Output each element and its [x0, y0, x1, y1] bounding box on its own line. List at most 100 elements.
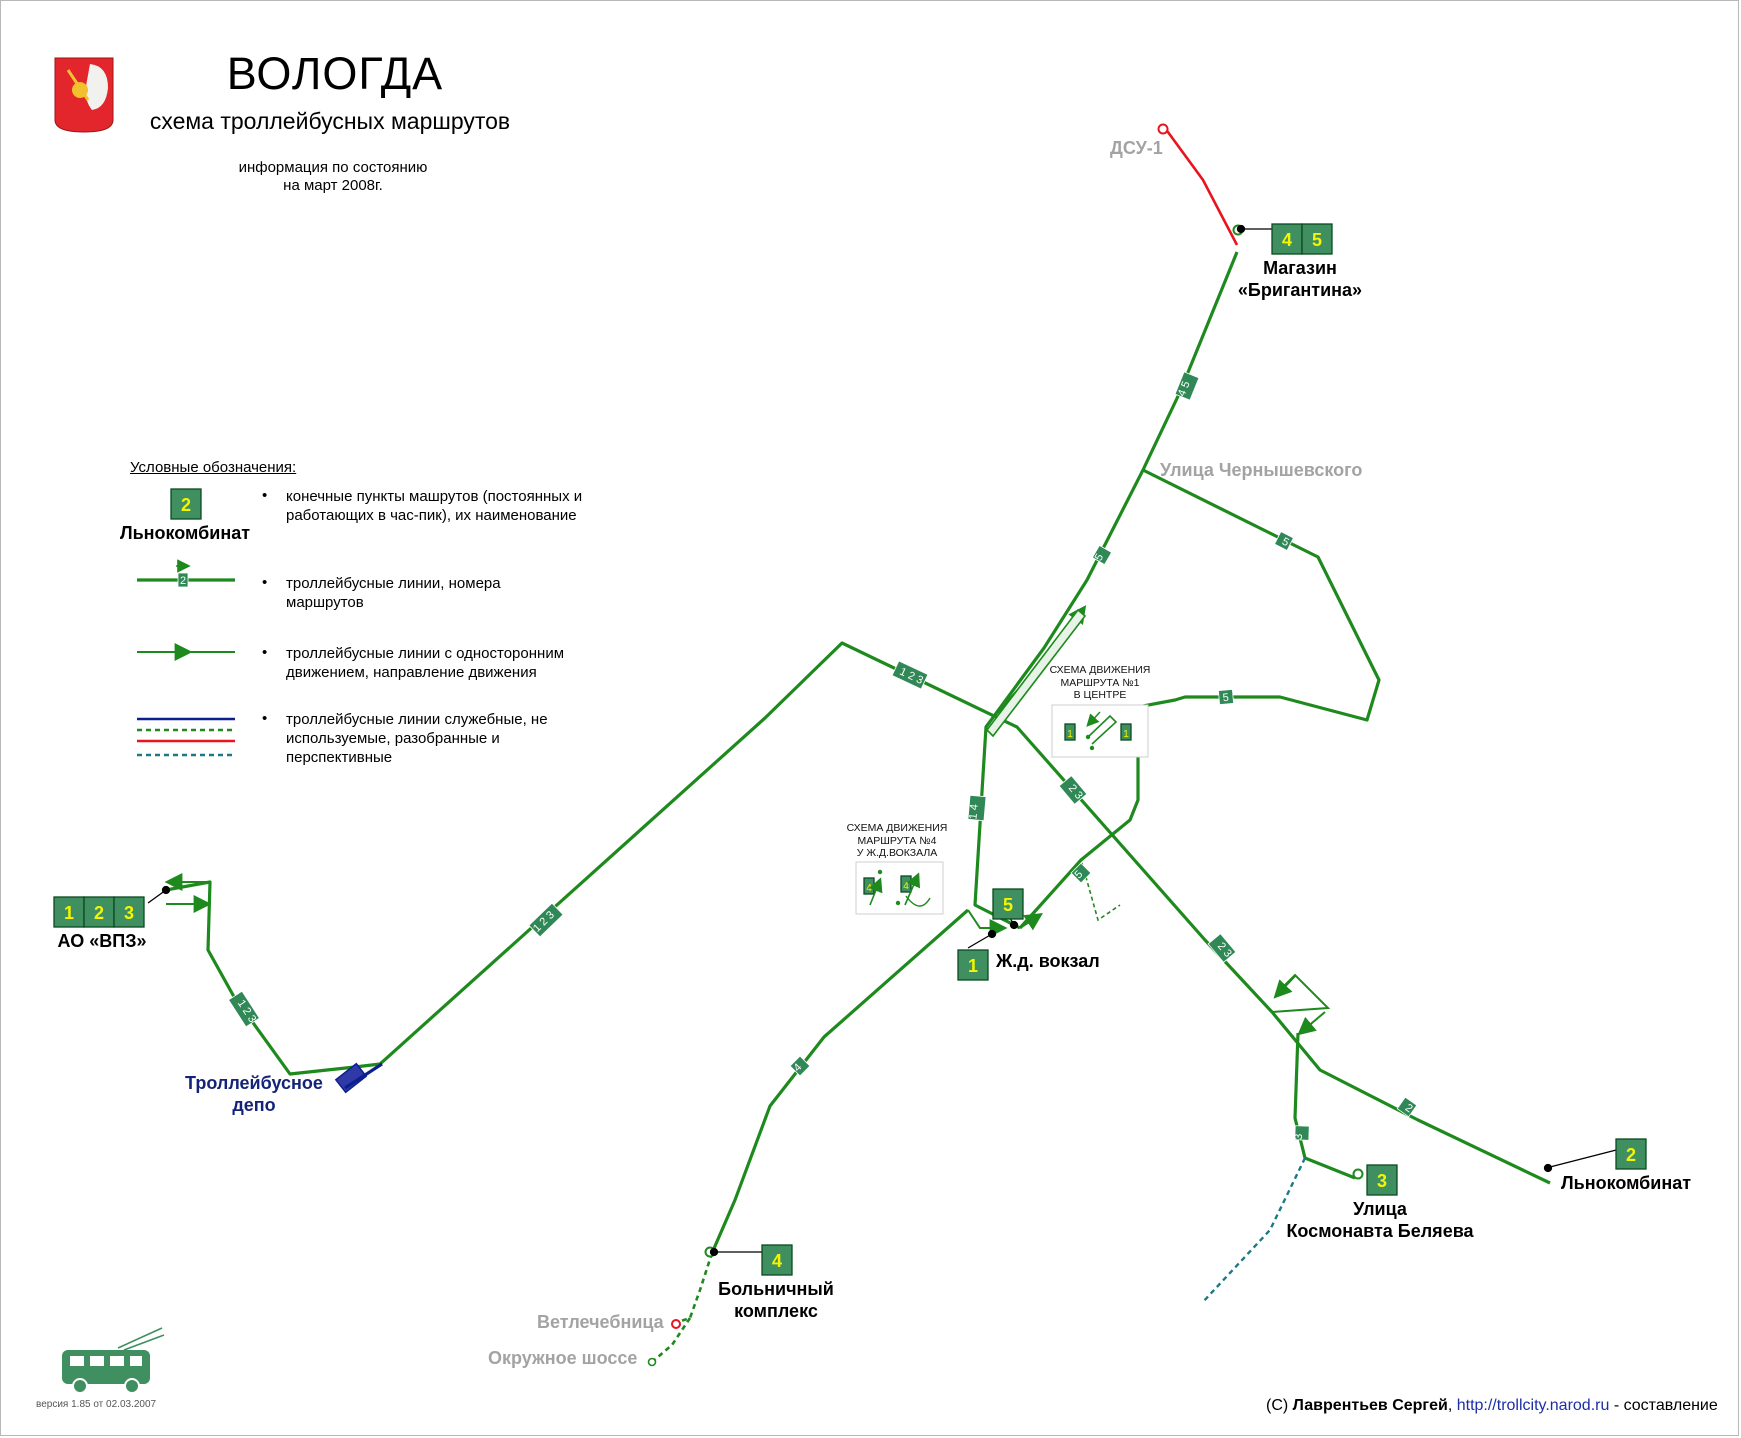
- info-line-1: информация по состоянию: [238, 159, 428, 176]
- line-label-l: 4: [789, 1055, 811, 1077]
- line-label-j: 2 3: [1058, 775, 1088, 805]
- line-label-h: 5: [1217, 688, 1235, 706]
- svg-text:5: 5: [1312, 230, 1322, 250]
- oneway-centre-box: [985, 608, 1087, 738]
- svg-text:4: 4: [772, 1251, 782, 1271]
- svg-text:4: 4: [866, 883, 872, 894]
- line-label-g: 5: [1274, 531, 1294, 551]
- place-vetlechebnitsa: Ветлечебница: [537, 1312, 664, 1332]
- line-brigantina-trunk: [973, 251, 1239, 930]
- line-label-m: 3: [1293, 1125, 1310, 1141]
- schema-route1: 1 1: [1051, 704, 1149, 758]
- depot-label: Троллейбусное депо: [178, 1072, 330, 1116]
- belyaeva-line-2: Космонавта Беляева: [1286, 1221, 1474, 1241]
- schema4-line-3: У Ж.Д.ВОКЗАЛА: [856, 847, 938, 859]
- schema1-line-3: В ЦЕНТРЕ: [1073, 689, 1127, 701]
- line-belyaeva-prospective: [1201, 1157, 1307, 1304]
- map-title: ВОЛОГДА: [226, 48, 444, 99]
- line-vpz-depot: [165, 880, 381, 1076]
- schema1-line-2: МАРШРУТА №1: [1060, 676, 1140, 689]
- svg-text:2: 2: [181, 495, 191, 515]
- vologda-coat-of-arms-icon: [54, 57, 114, 133]
- terminal-vokzal-name: Ж.д. вокзал: [996, 951, 1100, 971]
- belyaeva-line-1: Улица: [1353, 1199, 1407, 1219]
- terminal-vokzal-routes: 1 5: [957, 888, 1024, 981]
- line-label-n: 2: [1396, 1096, 1418, 1118]
- svg-text:5: 5: [1003, 895, 1013, 915]
- credit-suffix: - составление: [1609, 1397, 1718, 1414]
- terminal-brigantina-routes: 4 5: [1271, 223, 1333, 255]
- oneway-loop-c: [1273, 975, 1296, 999]
- schema4-line-1: СХЕМА ДВИЖЕНИЯ: [846, 822, 948, 834]
- line-label-e: 4 5: [1174, 371, 1200, 401]
- legend-bullet-1: •: [262, 487, 268, 504]
- legend-bullet-3: •: [262, 644, 268, 661]
- line-label-i: 5: [1070, 862, 1092, 884]
- svg-text:1: 1: [1067, 729, 1073, 740]
- svg-text:5: 5: [1280, 536, 1291, 549]
- line-label-b: 1 2 3: [528, 902, 564, 938]
- line-label-f: 5: [1091, 544, 1113, 566]
- svg-text:2: 2: [94, 903, 104, 923]
- svg-text:2: 2: [1403, 1102, 1415, 1115]
- line-okruzhnoe-service: [651, 1317, 692, 1363]
- schema-route4: 4 4: [855, 861, 944, 915]
- svg-text:4 5: 4 5: [1176, 380, 1193, 399]
- svg-text:2: 2: [1626, 1145, 1636, 1165]
- belyaeva-loop: [1352, 1168, 1364, 1180]
- terminal-lnokombinat-routes: 2: [1615, 1138, 1647, 1170]
- place-dsu: ДСУ-1: [1110, 138, 1163, 158]
- oneway-vokzal-a: [967, 909, 1008, 937]
- schema1-line-1: СХЕМА ДВИЖЕНИЯ: [1049, 664, 1151, 676]
- line-label-a: 1 2 3: [228, 990, 260, 1028]
- credit-author: Лаврентьев Сергей: [1292, 1397, 1448, 1414]
- terminal-vpz-name: АО «ВПЗ»: [57, 931, 147, 951]
- legend-line-sample: 2: [137, 559, 235, 588]
- terminal-bolnichny-routes: 4: [761, 1244, 793, 1276]
- legend-title: Условные обозначения:: [130, 459, 297, 476]
- line-route5-east: [1018, 468, 1381, 930]
- legend-item-lines: троллейбусные линии, номера маршрутов: [286, 575, 501, 611]
- place-okruzhnoe: Окружное шоссе: [488, 1348, 638, 1368]
- trolleybus-icon: [62, 1327, 165, 1394]
- service-lines: [651, 127, 1307, 1363]
- bolnichny-line-1: Больничный: [718, 1279, 834, 1299]
- terminal-pointers: [147, 224, 1625, 1257]
- legend-item-oneway: троллейбусные линии с односторонним движ…: [286, 645, 565, 681]
- oneway-loop-a: [1271, 973, 1331, 1013]
- terminal-lnokombinat-name: Льнокомбинат: [1561, 1173, 1692, 1193]
- line-label-k: 2 3: [1207, 933, 1237, 963]
- depot-icon: [334, 1062, 383, 1094]
- bolnichny-line-2: комплекс: [734, 1301, 818, 1321]
- line-service-cut: [1081, 862, 1121, 922]
- credit-line: (С) Лаврентьев Сергей, http://trollcity.…: [1266, 1397, 1718, 1415]
- terminal-bolnichny-name: Больничный комплекс: [700, 1278, 852, 1322]
- terminal-belyaeva-name: Улица Космонавта Беляева: [1270, 1198, 1490, 1242]
- line-to-lnokombinat: [1270, 1010, 1551, 1185]
- credit-prefix: (С): [1266, 1397, 1293, 1414]
- dsu-endpoint: [1157, 123, 1169, 135]
- svg-text:3: 3: [124, 903, 134, 923]
- legend-item-service: троллейбусные линии служебные, не исполь…: [286, 711, 548, 766]
- legend-item-terminals: конечные пункты машрутов (постоянных и р…: [286, 488, 583, 524]
- version-label: версия 1.85 от 02.03.2007: [36, 1399, 157, 1410]
- info-date: информация по состоянию на март 2008г.: [205, 159, 461, 195]
- line-dsu-dismantled: [1163, 127, 1239, 246]
- brigantina-line-2: «Бригантина»: [1237, 280, 1363, 300]
- svg-text:5: 5: [1093, 552, 1106, 563]
- legend-bullet-4: •: [262, 710, 268, 727]
- line-label-c: 1 2 3: [891, 660, 929, 690]
- okruzhnoe-endpoint: [647, 1357, 657, 1367]
- depot-line-2: депо: [232, 1095, 276, 1115]
- place-chernyshevskogo: Улица Чернышевского: [1160, 460, 1363, 480]
- svg-text:3: 3: [1377, 1171, 1387, 1191]
- line-vetlechebnitsa-service: [674, 1252, 714, 1325]
- svg-text:1: 1: [1123, 729, 1129, 740]
- legend-service-sample: [137, 717, 235, 757]
- oneway-vokzal-b: [1019, 913, 1044, 931]
- brigantina-line-1: Магазин: [1263, 258, 1337, 278]
- credit-url-link[interactable]: http://trollcity.narod.ru: [1456, 1397, 1610, 1414]
- svg-text:3: 3: [1293, 1134, 1305, 1141]
- legend-bullet-2: •: [262, 574, 268, 591]
